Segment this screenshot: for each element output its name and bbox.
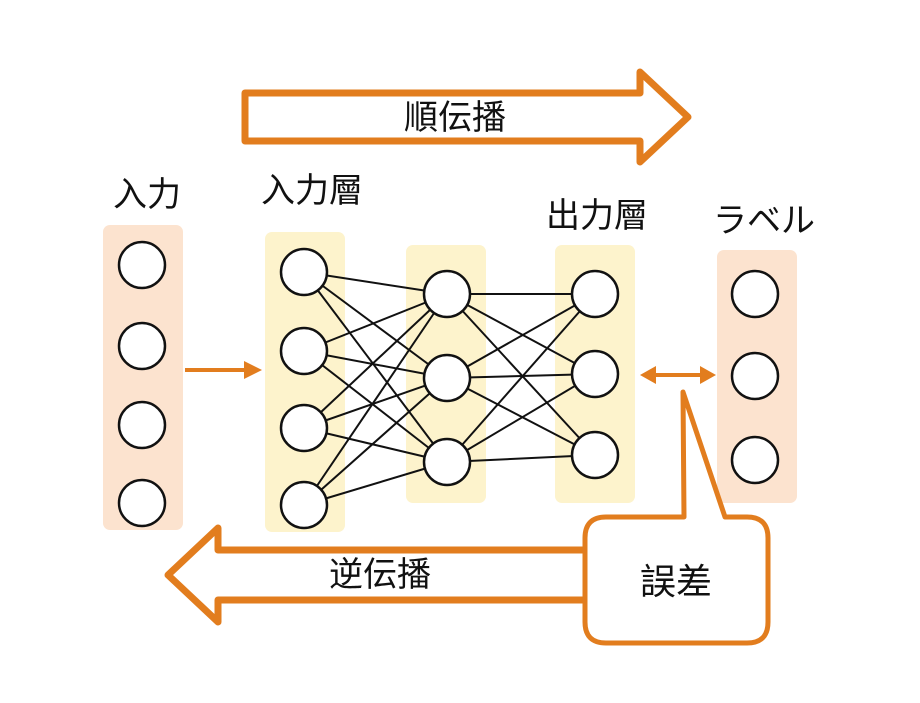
input-node bbox=[117, 400, 167, 450]
connection-line bbox=[303, 293, 448, 352]
error-label: 誤差 bbox=[640, 562, 712, 603]
hidden-node bbox=[422, 269, 472, 319]
connection-line bbox=[446, 293, 596, 456]
in-layer-node bbox=[279, 480, 329, 530]
connection-line bbox=[446, 293, 596, 375]
input-node bbox=[117, 240, 167, 290]
input-panel bbox=[103, 225, 183, 530]
connection-line bbox=[303, 271, 448, 379]
connection-line bbox=[303, 271, 448, 463]
label-node bbox=[730, 351, 780, 401]
error-callout bbox=[582, 389, 771, 646]
connection-line bbox=[446, 373, 596, 379]
hidden-node bbox=[422, 437, 472, 487]
forward-propagation-label: 順伝播 bbox=[404, 98, 506, 138]
input-node bbox=[117, 321, 167, 371]
connection-line bbox=[446, 293, 596, 463]
backward-propagation-arrow bbox=[164, 524, 594, 626]
connection-line bbox=[303, 427, 448, 463]
connection-line bbox=[303, 461, 448, 506]
connection-line bbox=[446, 293, 596, 379]
label-node bbox=[730, 269, 780, 319]
input-arrow-head bbox=[244, 361, 262, 379]
connection-line bbox=[303, 293, 448, 429]
error-arrow-head-right bbox=[700, 366, 716, 384]
forward-propagation-arrow bbox=[241, 68, 692, 166]
hidden-node bbox=[422, 353, 472, 403]
error-arrow-head-left bbox=[640, 366, 656, 384]
network-nodes bbox=[117, 240, 780, 530]
backward-propagation-label: 逆伝播 bbox=[329, 555, 431, 595]
in-layer-node bbox=[279, 247, 329, 297]
input-layer-heading: 入力層 bbox=[261, 171, 363, 211]
label-heading: ラベル bbox=[713, 201, 815, 241]
output-node bbox=[570, 269, 620, 319]
output-layer-heading: 出力層 bbox=[546, 196, 648, 236]
connection-line bbox=[303, 350, 448, 463]
output-node bbox=[570, 349, 620, 399]
label-node bbox=[730, 435, 780, 485]
input-layer-panel bbox=[265, 232, 345, 532]
connection-line bbox=[446, 373, 596, 463]
input-heading: 入力 bbox=[113, 175, 181, 215]
connection-line bbox=[303, 293, 448, 506]
input-node bbox=[117, 478, 167, 528]
connection-line bbox=[446, 377, 596, 456]
connection-line bbox=[303, 377, 448, 429]
connection-line bbox=[303, 377, 448, 506]
in-layer-node bbox=[279, 326, 329, 376]
connection-line bbox=[303, 350, 448, 379]
in-layer-node bbox=[279, 403, 329, 453]
connection-line bbox=[446, 454, 596, 463]
output-node bbox=[570, 430, 620, 480]
